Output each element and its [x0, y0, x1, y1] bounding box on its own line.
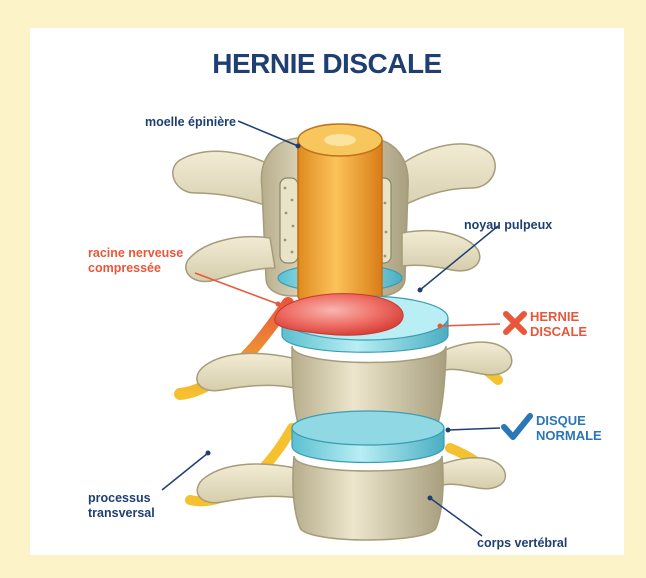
label-herniated-disc: HERNIE DISCALE	[530, 309, 587, 339]
label-normal-disc: DISQUE NORMALE	[536, 413, 602, 443]
label-nucleus-text: noyau pulpeux	[464, 218, 552, 232]
lower-vertebral-body	[197, 456, 505, 540]
normal-disc	[292, 411, 444, 463]
spine-illustration	[30, 28, 624, 555]
label-transverse-line2: transversal	[88, 506, 155, 521]
label-herniated-line2: DISCALE	[530, 324, 587, 339]
spinal-cord	[298, 124, 382, 307]
label-spinal-cord-text: moelle épinière	[145, 115, 236, 129]
label-spinal-cord: moelle épinière	[100, 115, 236, 130]
label-normal-line1: DISQUE	[536, 413, 602, 428]
label-vertebral-body-text: corps vertébral	[477, 536, 567, 550]
cross-icon	[506, 314, 524, 332]
herniated-disc	[275, 294, 448, 353]
label-transverse-line1: processus	[88, 491, 155, 506]
label-herniated-line1: HERNIE	[530, 309, 587, 324]
label-nerve-root-line2: compressée	[88, 261, 183, 276]
label-normal-line2: NORMALE	[536, 428, 602, 443]
label-vertebral-body: corps vertébral	[477, 536, 567, 551]
label-nerve-root-line1: racine nerveuse	[88, 246, 183, 261]
diagram-title: HERNIE DISCALE	[30, 48, 624, 80]
label-nerve-root: racine nerveuse compressée	[88, 246, 183, 276]
label-transverse-process: processus transversal	[88, 491, 155, 521]
diagram-card: HERNIE DISCALE moelle épinière racine ne…	[30, 28, 624, 555]
label-nucleus: noyau pulpeux	[464, 218, 552, 233]
check-icon	[504, 416, 530, 437]
